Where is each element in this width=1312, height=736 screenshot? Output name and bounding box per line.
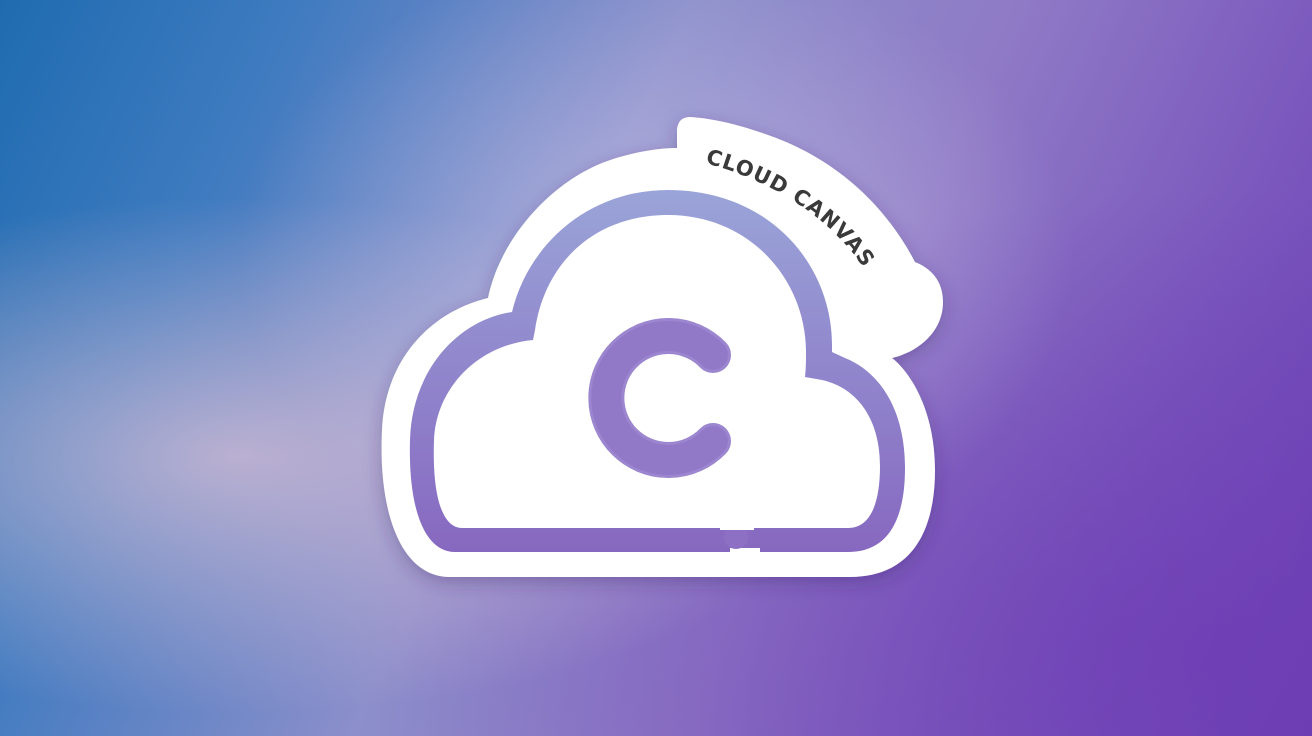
accent-dot <box>724 525 748 549</box>
letter-c-icon <box>588 318 731 478</box>
dot-gap-top <box>720 522 754 530</box>
cloud-icon <box>433 215 880 528</box>
